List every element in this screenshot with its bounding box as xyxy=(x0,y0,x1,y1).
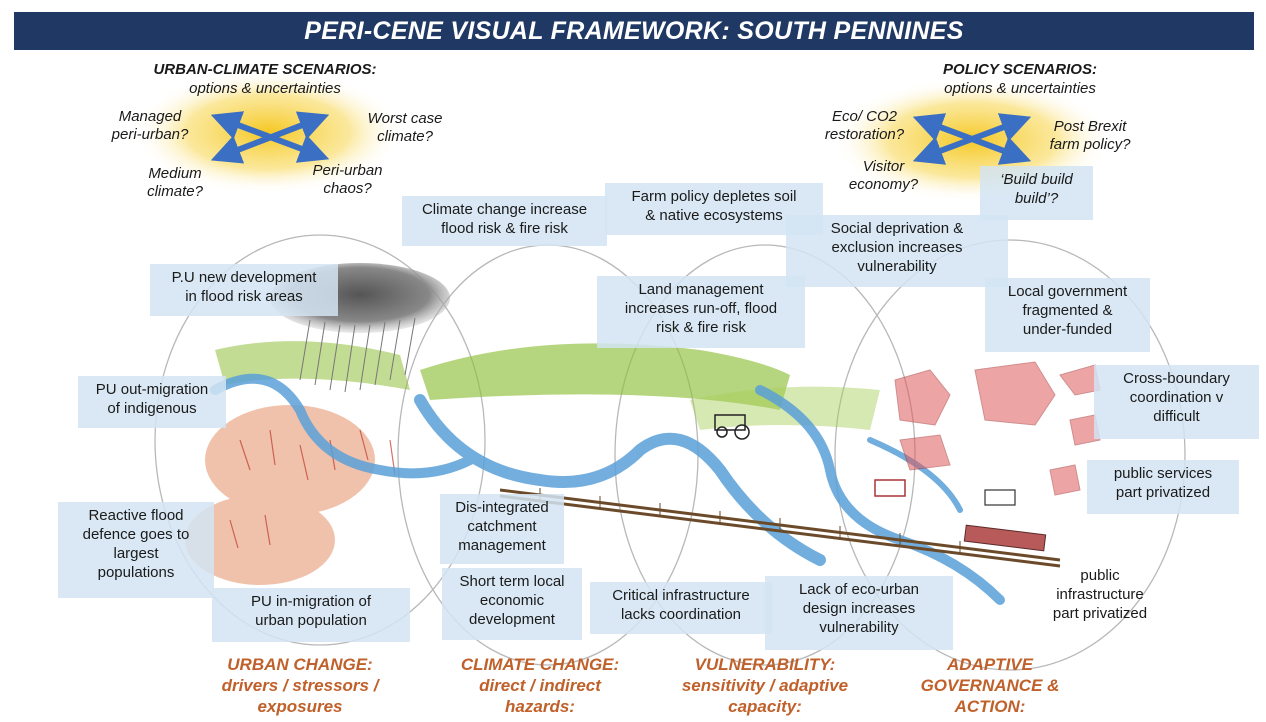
page-title: PERI-CENE VISUAL FRAMEWORK: SOUTH PENNIN… xyxy=(14,12,1254,50)
policy-scenario-arrows xyxy=(912,113,1032,165)
urban-change-heading: URBAN CHANGE:drivers / stressors /exposu… xyxy=(221,655,379,716)
policy-scenarios-title: POLICY SCENARIOS: options & uncertaintie… xyxy=(943,61,1097,97)
river-left xyxy=(210,373,475,479)
urban-scenarios-title: URBAN-CLIMATE SCENARIOS: options & uncer… xyxy=(153,61,377,97)
river-right xyxy=(755,385,1005,605)
land-center xyxy=(420,343,790,410)
governance-circle xyxy=(834,239,1186,671)
tractor-icon xyxy=(714,414,750,440)
van-icon xyxy=(984,489,1016,506)
train xyxy=(963,524,1047,552)
urban-scenario-arrows xyxy=(210,111,330,164)
rain xyxy=(299,317,416,393)
urban-change-circle xyxy=(154,234,486,646)
river-center xyxy=(414,394,826,566)
river-far xyxy=(867,437,963,513)
urban-area-left xyxy=(185,405,375,585)
governance-fragments xyxy=(894,361,1101,496)
bus-icon xyxy=(874,479,906,497)
